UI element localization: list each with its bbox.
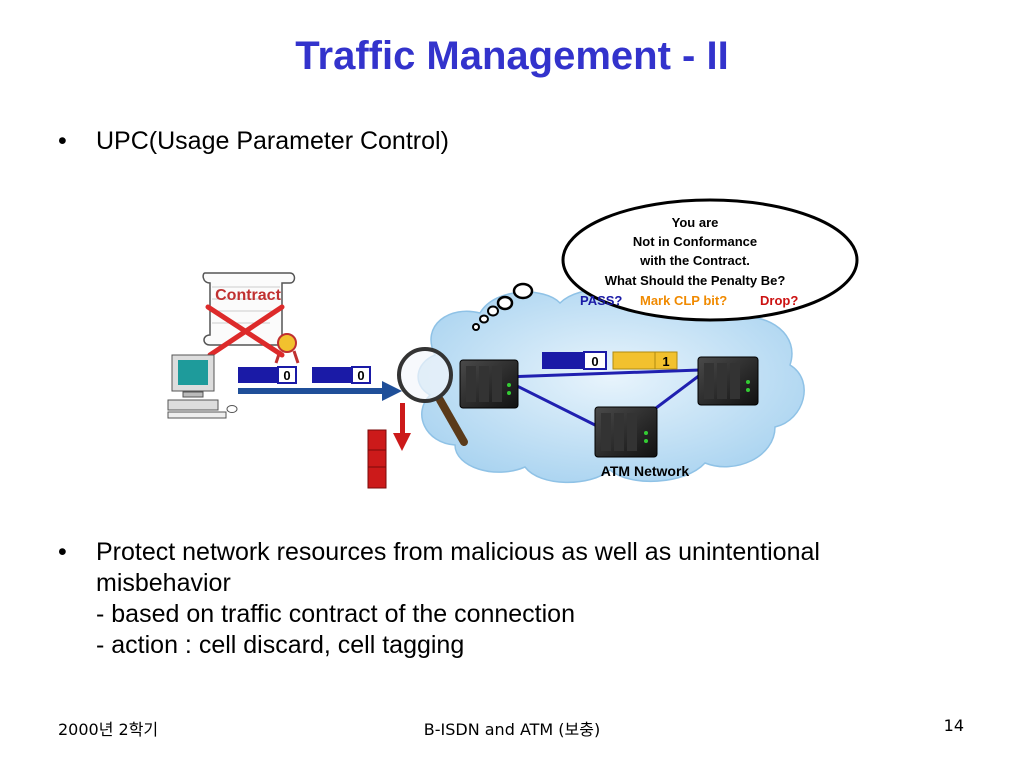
bullet-marker: •	[58, 538, 67, 566]
thought-line: with the Contract.	[639, 253, 750, 268]
contract-scroll-icon: Contract	[202, 272, 300, 364]
bullet-text: UPC(Usage Parameter Control)	[96, 126, 449, 157]
bullet-text: Protect network resources from malicious…	[96, 537, 820, 661]
thought-bubble: You are Not in Conformance with the Cont…	[472, 198, 859, 331]
network-cell: 0	[542, 351, 607, 370]
footer-semester: 2000년 2학기	[58, 720, 159, 739]
atm-network-cloud	[417, 288, 805, 484]
cross-mark-icon	[205, 304, 285, 358]
user-cell-hdr: 0	[283, 368, 290, 383]
thought-line: What Should the Penalty Be?	[605, 273, 786, 288]
user-cell-hdr: 0	[357, 368, 364, 383]
option-drop: Drop?	[760, 293, 798, 308]
network-cell-tagged: 1	[612, 351, 678, 370]
bullet-line: Protect network resources from malicious…	[96, 538, 820, 566]
bullet-line: UPC(Usage Parameter Control)	[96, 127, 449, 155]
network-cell-hdr: 0	[591, 354, 598, 369]
page-number: 14	[943, 716, 964, 735]
bullet-line: - action : cell discard, cell tagging	[96, 631, 465, 659]
bullet-line: misbehavior	[96, 569, 231, 597]
upc-diagram: 0 1 ATM Network You are Not in Conforman…	[167, 198, 859, 489]
network-cell-hdr: 1	[662, 354, 669, 369]
thought-line: You are	[672, 215, 719, 230]
atm-switch-icon	[697, 356, 759, 406]
user-cell: 0	[238, 366, 297, 384]
computer-icon	[167, 354, 238, 419]
atm-switch-icon	[459, 359, 519, 409]
user-cell: 0	[312, 366, 371, 384]
cloud-label: ATM Network	[601, 463, 690, 479]
bullet-line: - based on traffic contract of the conne…	[96, 600, 575, 628]
contract-label: Contract	[215, 287, 281, 304]
slide-title: Traffic Management - II	[295, 34, 729, 78]
option-mark-clp: Mark CLP bit?	[640, 293, 727, 308]
discard-bin-icon	[367, 429, 387, 489]
footer-course-title: B-ISDN and ATM (보충)	[423, 720, 601, 739]
discard-arrow	[393, 403, 411, 451]
bullet-marker: •	[58, 127, 67, 155]
magnifier-icon	[397, 347, 468, 446]
atm-switch-icon	[594, 406, 658, 458]
thought-line: Not in Conformance	[633, 234, 757, 249]
flow-arrow	[238, 381, 402, 401]
option-pass: PASS?	[580, 293, 622, 308]
